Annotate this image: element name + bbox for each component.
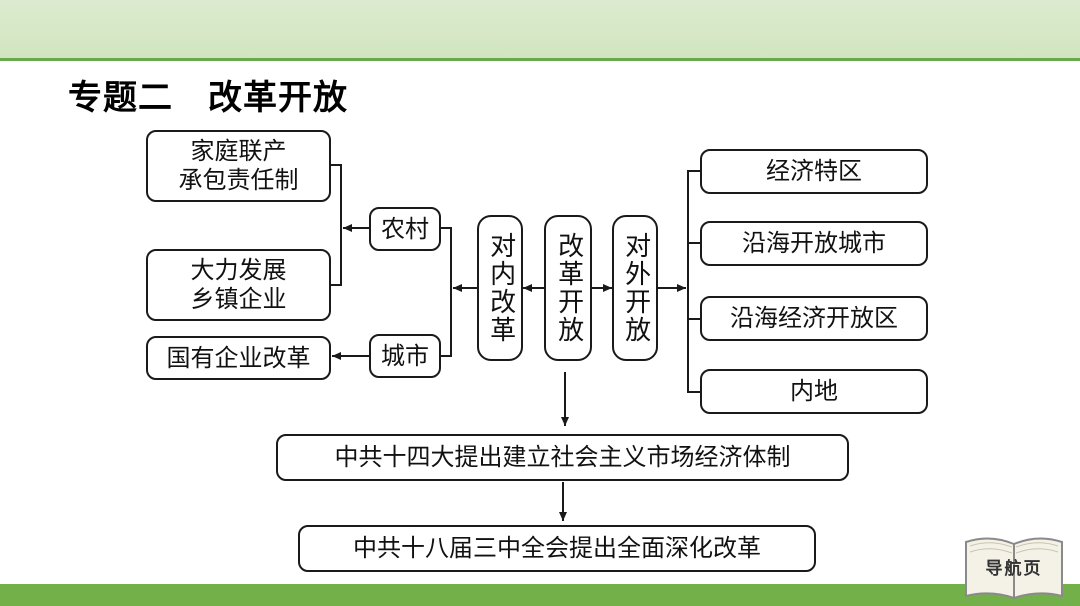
urban-item-soe-reform: 国有企业改革: [146, 336, 331, 380]
rural-item-township-enterprises: 大力发展 乡镇企业: [146, 249, 331, 321]
page-title: 专题二 改革开放: [68, 78, 348, 118]
rural-bracket: [331, 164, 342, 286]
footer-band: [0, 584, 1080, 606]
nav-label: 导航页: [985, 559, 1043, 579]
rural-node: 农村: [369, 207, 441, 251]
external-bracket: [687, 170, 700, 393]
nav-home-button[interactable]: 导航页: [962, 532, 1066, 602]
opening-item-coastal-cities: 沿海开放城市: [700, 221, 928, 266]
urban-node: 城市: [369, 334, 441, 378]
opening-item-coastal-zones: 沿海经济开放区: [700, 296, 928, 341]
step-18th-plenum: 中共十八届三中全会提出全面深化改革: [298, 525, 816, 572]
rural-item-line: 乡镇企业: [190, 285, 287, 313]
external-opening-node: 对外开放: [612, 215, 658, 361]
rural-item-line: 家庭联产: [190, 137, 287, 166]
header-band: [0, 0, 1080, 58]
rural-item-contract-system: 家庭联产 承包责任制: [146, 130, 331, 202]
internal-bracket: [441, 227, 452, 357]
rural-item-line: 承包责任制: [178, 166, 299, 194]
book-icon: [965, 537, 1063, 600]
header-divider: [0, 58, 1080, 61]
step-14th-congress: 中共十四大提出建立社会主义市场经济体制: [276, 434, 849, 481]
internal-reform-node: 对内改革: [477, 215, 523, 361]
opening-item-inland: 内地: [700, 369, 928, 414]
rural-item-line: 大力发展: [190, 256, 287, 285]
opening-item-sez: 经济特区: [700, 149, 928, 194]
reform-opening-node: 改革开放: [544, 215, 592, 361]
